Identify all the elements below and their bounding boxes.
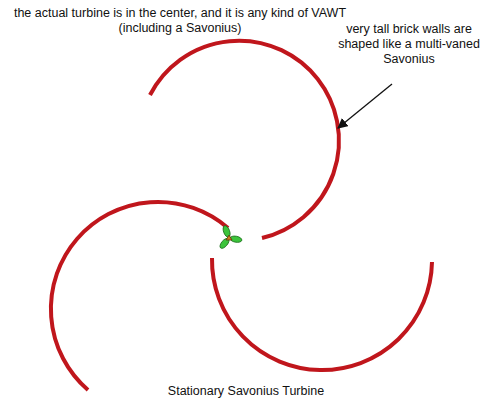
callout-text: very tall brick walls are shaped like a … bbox=[336, 22, 482, 67]
brick-wall bbox=[212, 258, 432, 370]
brick-wall bbox=[150, 41, 339, 238]
vawt-rotor bbox=[218, 225, 242, 250]
brick-wall bbox=[51, 202, 228, 390]
caption: Stationary Savonius Turbine bbox=[3, 384, 486, 399]
note-text: the actual turbine is in the center, and… bbox=[10, 6, 350, 36]
leader-arrow bbox=[338, 84, 392, 128]
